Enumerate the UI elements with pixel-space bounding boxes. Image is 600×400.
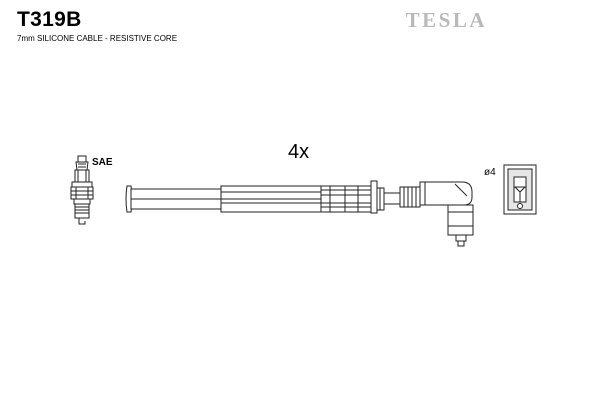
- quantity-label: 4x: [288, 141, 309, 163]
- terminal-diameter-label: ø4: [484, 167, 496, 178]
- left-plug-boot: [125, 185, 222, 213]
- terminal-icon: [503, 164, 537, 215]
- ignition-cable: [186, 180, 401, 214]
- cable-description: 7mm SILICONE CABLE - RESISTIVE CORE: [17, 34, 178, 43]
- plug-type-label: SAE: [92, 157, 113, 168]
- coil-connector: [399, 181, 474, 247]
- spark-plug-icon: [70, 155, 94, 225]
- part-number: T319B: [17, 8, 82, 31]
- brand-logo: TESLA: [405, 8, 487, 32]
